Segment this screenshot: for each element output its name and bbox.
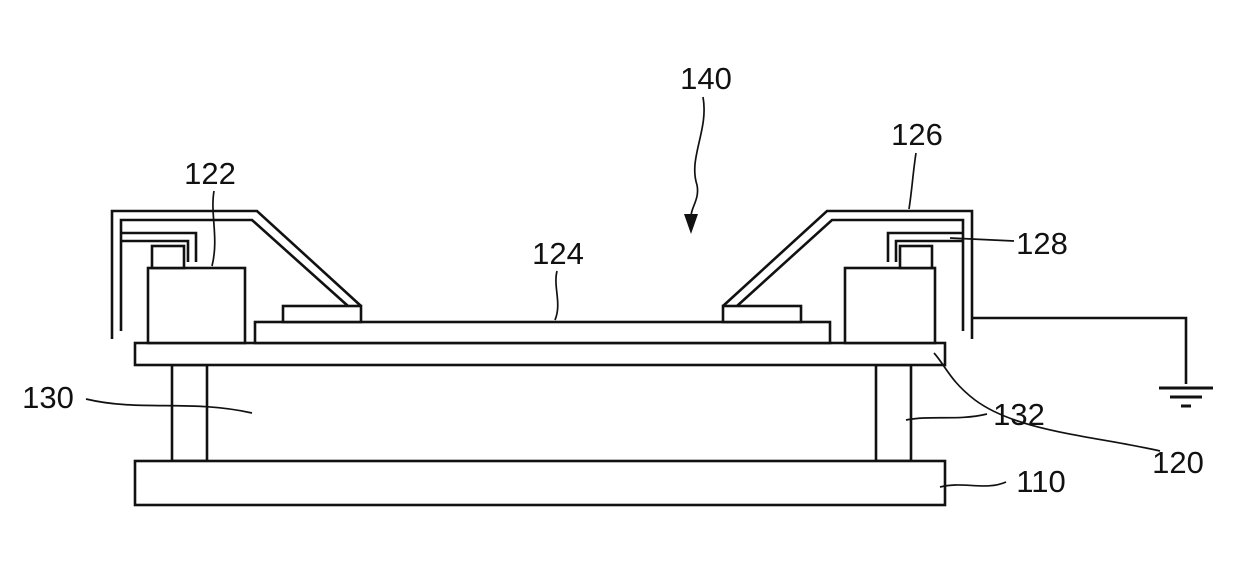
leader-126 bbox=[908, 152, 917, 210]
support-post-left bbox=[170, 363, 209, 463]
edge-block-right-tab bbox=[898, 244, 934, 270]
edge-block-left bbox=[146, 244, 247, 345]
leader-122 bbox=[211, 190, 216, 267]
thin-plate bbox=[253, 320, 832, 345]
label-120: 120 bbox=[1152, 445, 1204, 480]
clamp-ring-left-outer bbox=[110, 209, 362, 339]
leader-140 bbox=[690, 96, 705, 220]
clamp-ring-foot-left bbox=[281, 304, 363, 324]
label-122: 122 bbox=[184, 156, 236, 191]
upper-plate bbox=[133, 341, 947, 367]
clamp-ring-left bbox=[110, 209, 362, 339]
thin-plate-body bbox=[253, 320, 832, 345]
interlock-hook-left bbox=[121, 231, 198, 262]
leader-124 bbox=[554, 270, 559, 321]
upper-plate-body bbox=[133, 341, 947, 367]
label-110: 110 bbox=[1016, 464, 1065, 499]
edge-block-right bbox=[843, 244, 937, 345]
leader-lines bbox=[85, 96, 1161, 488]
label-126: 126 bbox=[891, 117, 943, 152]
support-post-left-body bbox=[170, 363, 209, 463]
base-plate-body bbox=[133, 459, 947, 507]
edge-block-left-body bbox=[146, 266, 247, 345]
interlock-hook-right-inner bbox=[894, 239, 963, 262]
edge-block-left-tab bbox=[150, 244, 186, 270]
clamp-ring-right-inner bbox=[736, 218, 965, 331]
base-plate bbox=[133, 459, 947, 507]
label-132: 132 bbox=[993, 397, 1045, 432]
label-128: 128 bbox=[1016, 226, 1068, 261]
clamp-ring-foot-right-body bbox=[721, 304, 803, 324]
arrowhead-140 bbox=[684, 214, 698, 234]
interlock-hook-right-outer bbox=[886, 231, 963, 262]
edge-block-right-body bbox=[843, 266, 937, 345]
interlock-hook-right bbox=[886, 231, 963, 262]
clamp-ring-right-outer bbox=[722, 209, 974, 339]
interlock-hook-left-outer bbox=[121, 231, 198, 262]
leader-110 bbox=[939, 481, 1007, 488]
leader-132 bbox=[905, 413, 988, 421]
label-130: 130 bbox=[22, 380, 74, 415]
support-post-right bbox=[874, 363, 913, 463]
clamp-ring-foot-right bbox=[721, 304, 803, 324]
label-140: 140 bbox=[680, 61, 732, 96]
support-post-right-body bbox=[874, 363, 913, 463]
reference-numerals: 140 122 126 128 124 130 132 110 120 bbox=[22, 61, 1204, 499]
leader-120 bbox=[933, 352, 1161, 452]
interlock-hook-left-inner bbox=[121, 239, 190, 262]
ground-wire bbox=[972, 316, 1188, 384]
ground-connection bbox=[972, 316, 1213, 408]
label-124: 124 bbox=[532, 236, 584, 271]
leader-128 bbox=[949, 237, 1015, 242]
clamp-ring-right bbox=[722, 209, 974, 339]
leader-130 bbox=[85, 398, 253, 414]
clamp-ring-left-inner bbox=[119, 218, 349, 331]
clamp-ring-foot-left-body bbox=[281, 304, 363, 324]
